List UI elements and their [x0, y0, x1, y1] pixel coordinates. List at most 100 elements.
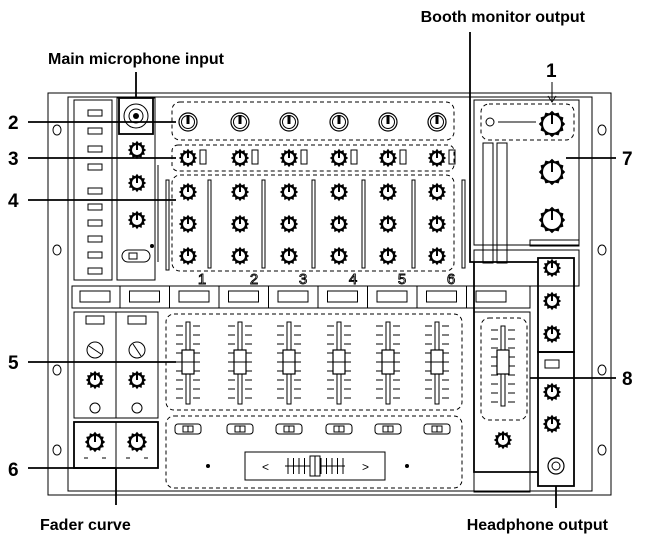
eq-knob-ch1-1[interactable]: [178, 182, 198, 202]
mic-knobs: [127, 140, 147, 230]
channel-level-meters: [165, 179, 466, 271]
eq-knob-ch2-2[interactable]: [230, 214, 250, 234]
crossfader-assign-switches: [174, 423, 451, 435]
label-booth-monitor-output: Booth monitor output: [421, 9, 586, 26]
assign-switch-6[interactable]: [423, 423, 451, 435]
assign-switch-1[interactable]: [174, 423, 202, 435]
callout-lines: [28, 32, 616, 508]
channel-fader-1[interactable]: [176, 321, 200, 405]
callout-5: 5: [8, 353, 19, 374]
eq-knob-ch4-3[interactable]: [329, 246, 349, 266]
rack-holes: [52, 124, 607, 456]
assign-switch-3[interactable]: [275, 423, 303, 435]
channel-number-6: 6: [447, 271, 455, 288]
cue-button-1[interactable]: [79, 290, 111, 303]
eq-knob-ch1-3[interactable]: [178, 246, 198, 266]
channel-fader-4[interactable]: [327, 321, 351, 405]
trim-knob-3[interactable]: [279, 112, 299, 132]
input-knob-4[interactable]: [329, 148, 349, 168]
master-fader-cap[interactable]: [496, 349, 510, 375]
label-headphone-output: Headphone output: [467, 517, 609, 534]
cue-button-3[interactable]: [178, 290, 210, 303]
cue-button-7[interactable]: [376, 290, 408, 303]
channel-fader-5[interactable]: [376, 321, 400, 405]
callout-4: 4: [8, 191, 19, 212]
callout-1: 1: [546, 61, 557, 82]
input-knob-6[interactable]: [427, 148, 447, 168]
headphone-jack[interactable]: [547, 457, 565, 475]
master-balance-knob[interactable]: [538, 158, 566, 186]
input-knob-3[interactable]: [279, 148, 299, 168]
booth-monitor-knobs: [542, 258, 562, 344]
assign-switch-5[interactable]: [374, 423, 402, 435]
fader-curve-knob-1[interactable]: [84, 431, 106, 453]
master-fader: [491, 325, 515, 450]
mic-knob-3[interactable]: [127, 210, 147, 230]
channel-number-1: 1: [198, 271, 206, 288]
channel-fader-3[interactable]: [277, 321, 301, 405]
input-select-knobs: [178, 148, 456, 168]
eq-knobs: [178, 182, 447, 266]
cue-buttons: [79, 286, 507, 308]
trim-knob-1[interactable]: [178, 112, 198, 132]
fader-curve-knob-2[interactable]: [126, 431, 148, 453]
eq-knob-ch5-1[interactable]: [378, 182, 398, 202]
eq-knob-ch1-2[interactable]: [178, 214, 198, 234]
headphone-mix-knob[interactable]: [542, 382, 562, 402]
input-knob-1[interactable]: [178, 148, 198, 168]
cue-button-9[interactable]: [475, 290, 507, 303]
channel-number-4: 4: [349, 271, 357, 288]
trim-knob-4[interactable]: [329, 112, 349, 132]
trim-knob-group: [171, 101, 455, 141]
cue-button-row: [71, 285, 531, 309]
cue-button-6[interactable]: [327, 290, 358, 303]
crossfader-left-arrow: <: [262, 460, 269, 474]
channel-faders: [176, 321, 449, 405]
headphone-mono-switch[interactable]: [544, 359, 560, 369]
mic-knob-2[interactable]: [127, 173, 147, 193]
eq-knob-ch4-1[interactable]: [329, 182, 349, 202]
assign-switch-2[interactable]: [226, 423, 254, 435]
effect-level-knobs: [85, 370, 147, 390]
trim-knob-6[interactable]: [427, 112, 447, 132]
channel-fader-6[interactable]: [425, 321, 449, 405]
cue-button-2[interactable]: [129, 290, 160, 303]
input-knob-2[interactable]: [230, 148, 250, 168]
eq-knob-ch5-3[interactable]: [378, 246, 398, 266]
eq-knob-ch3-3[interactable]: [279, 246, 299, 266]
booth-knob-1[interactable]: [542, 258, 562, 278]
cue-button-4[interactable]: [228, 290, 259, 303]
master-fader-knob[interactable]: [493, 430, 513, 450]
channel-number-5: 5: [398, 271, 406, 288]
fader-curve-knobs: [84, 431, 148, 459]
eq-knob-ch6-3[interactable]: [427, 246, 447, 266]
effect-level-knob-1[interactable]: [85, 370, 105, 390]
input-knob-5[interactable]: [378, 148, 398, 168]
eq-knob-ch2-3[interactable]: [230, 246, 250, 266]
channel-fader-2[interactable]: [228, 321, 252, 405]
eq-knob-ch5-2[interactable]: [378, 214, 398, 234]
eq-knob-ch6-1[interactable]: [427, 182, 447, 202]
eq-knob-ch4-2[interactable]: [329, 214, 349, 234]
assign-switch-4[interactable]: [325, 423, 353, 435]
booth-knob-2[interactable]: [542, 291, 562, 311]
headphone-level-knob[interactable]: [542, 414, 562, 434]
effect-level-knob-2[interactable]: [127, 370, 147, 390]
master-extra-knob[interactable]: [538, 206, 566, 234]
cue-button-8[interactable]: [426, 290, 457, 303]
trim-knob-5[interactable]: [378, 112, 398, 132]
callout-8: 8: [622, 369, 633, 390]
mic-knob-1[interactable]: [127, 140, 147, 160]
headphone-section: [542, 359, 565, 475]
eq-knob-ch6-2[interactable]: [427, 214, 447, 234]
master-level-knob[interactable]: [538, 110, 566, 138]
cue-button-5[interactable]: [277, 290, 309, 303]
eq-knob-ch3-2[interactable]: [279, 214, 299, 234]
eq-knob-ch3-1[interactable]: [279, 182, 299, 202]
booth-knob-3[interactable]: [542, 324, 562, 344]
callout-2: 2: [8, 113, 19, 134]
eq-knob-ch2-1[interactable]: [230, 182, 250, 202]
callout-3: 3: [8, 149, 19, 170]
trim-knob-2[interactable]: [230, 112, 250, 132]
